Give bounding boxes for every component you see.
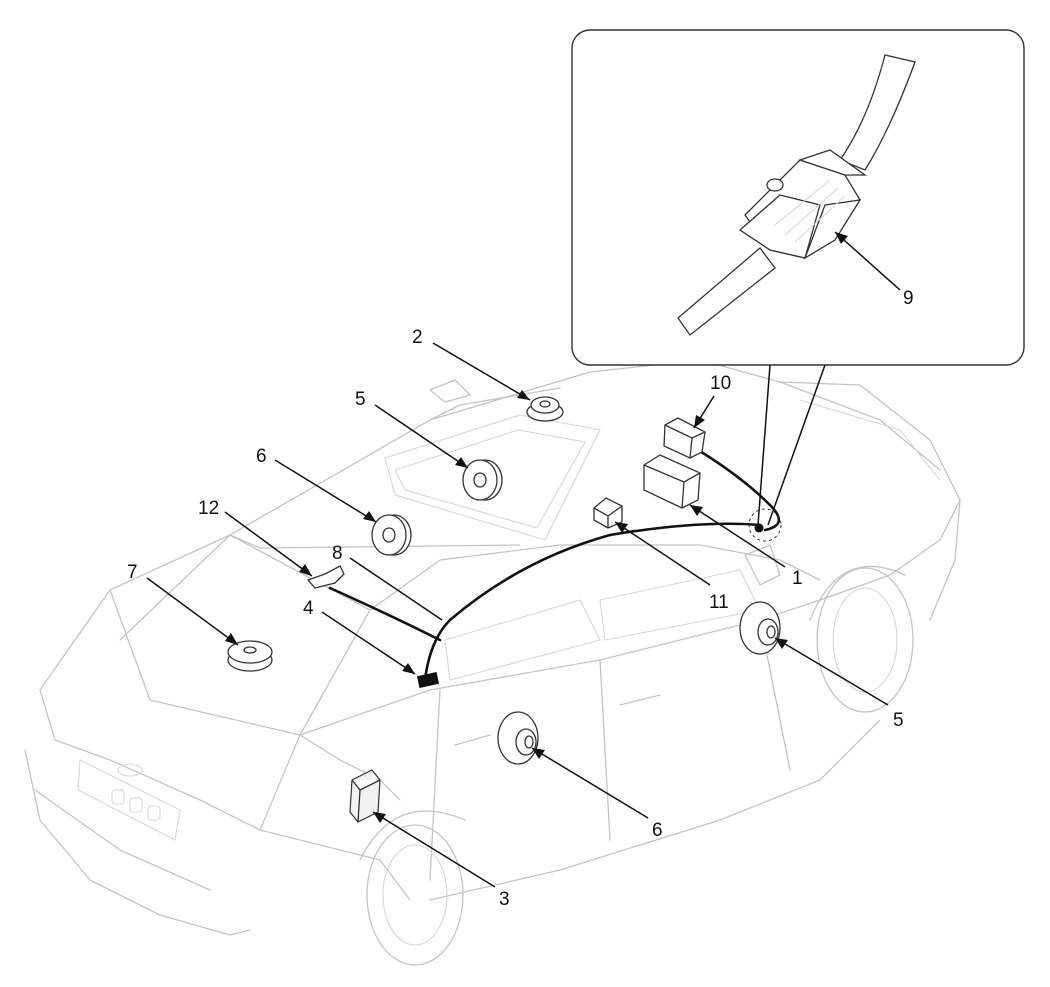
callout-6-door: 6 <box>652 820 663 841</box>
amp-cable <box>688 443 781 532</box>
tweeter-speaker <box>526 396 564 422</box>
callout-2: 2 <box>412 327 423 348</box>
callout-3: 3 <box>499 889 510 910</box>
amplifier-unit <box>643 454 701 509</box>
callout-5-door: 5 <box>893 710 904 731</box>
inset-cable-upper <box>838 54 916 171</box>
callout-6-top: 6 <box>256 446 267 467</box>
front-speaker-roof-view <box>462 459 503 501</box>
harness-connector-block <box>416 672 440 688</box>
rear-package-speaker <box>227 640 273 672</box>
callout-8: 8 <box>332 543 343 564</box>
inset-connector <box>738 149 868 260</box>
car-body-outline <box>24 359 961 966</box>
roof-antenna-cable <box>328 586 442 642</box>
inset-cable-lower <box>677 247 776 336</box>
callout-leaders <box>146 342 889 888</box>
inset-detail-box <box>571 29 1025 526</box>
joint-detail-circle <box>748 508 782 542</box>
antenna-harness <box>423 522 762 682</box>
rear-speaker-roof-view <box>371 514 412 556</box>
rear-door-speaker <box>497 711 539 765</box>
callout-11: 11 <box>709 592 729 613</box>
joint-dot <box>754 523 764 533</box>
roof-antenna <box>306 565 345 589</box>
callout-10: 10 <box>710 373 731 394</box>
callout-12: 12 <box>198 498 219 519</box>
antenna-module <box>593 497 623 529</box>
callout-9: 9 <box>903 288 914 309</box>
callout-5-top: 5 <box>355 389 366 410</box>
front-door-speaker <box>739 601 781 655</box>
rear-pillar-module <box>349 769 381 823</box>
callout-1: 1 <box>792 568 803 589</box>
callout-7: 7 <box>127 562 138 583</box>
callout-4: 4 <box>303 598 314 619</box>
